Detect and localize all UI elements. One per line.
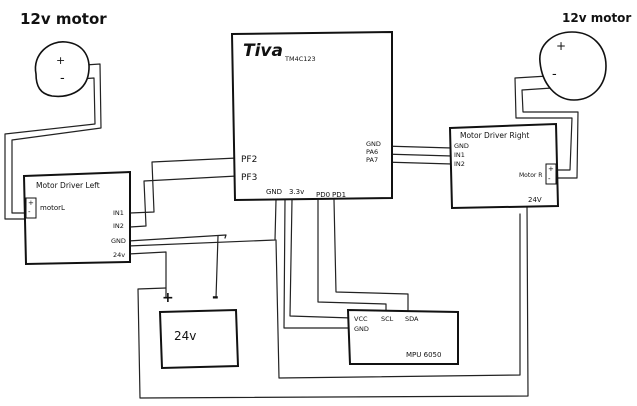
wire-gnd-battery bbox=[215, 235, 219, 299]
mpu-outline bbox=[346, 308, 459, 365]
tiva-pin-pf2: PF2 bbox=[241, 155, 257, 165]
mpu-pin-sda: SDA bbox=[405, 315, 419, 323]
wire-pa7-in2 bbox=[382, 153, 453, 157]
battery-outline bbox=[158, 308, 240, 370]
left-driver-terminal bbox=[25, 197, 37, 219]
left-motor-circle bbox=[34, 41, 90, 98]
wires bbox=[4, 63, 579, 399]
wire-pf3-in2 bbox=[129, 175, 238, 228]
wire-right-motor-a bbox=[514, 75, 573, 171]
battery: 24v + - bbox=[158, 287, 240, 370]
mpu-pin-vcc: VCC bbox=[354, 315, 368, 323]
left-driver-term-minus: - bbox=[28, 208, 31, 216]
right-motor-driver: Motor Driver Right GND IN1 IN2 + - Motor… bbox=[448, 122, 560, 210]
mpu-name: MPU 6050 bbox=[406, 351, 441, 359]
wire-gnd-mpu bbox=[283, 199, 353, 329]
battery-minus: - bbox=[212, 287, 219, 306]
right-driver-supply-label: 24V bbox=[528, 196, 542, 204]
right-motor-minus: - bbox=[552, 67, 557, 82]
left-driver-pin-in2: IN2 bbox=[113, 222, 124, 230]
right-motor: + - 12v motor bbox=[539, 11, 631, 101]
right-driver-pin-gnd: GND bbox=[454, 142, 469, 150]
tiva-board: Tiva TM4C123 PF2 PF3 GND PA6 PA7 GND 3.3… bbox=[230, 30, 393, 202]
left-motor-minus: - bbox=[60, 71, 65, 86]
wire-left-gnd bbox=[127, 234, 227, 242]
right-driver-title: Motor Driver Right bbox=[460, 131, 529, 140]
tiva-outline bbox=[230, 30, 393, 202]
tiva-pin-pd0: PD0 bbox=[316, 191, 330, 199]
wire-pd0-scl bbox=[317, 199, 387, 313]
wire-right-motor-b bbox=[521, 87, 579, 179]
tiva-title: Tiva bbox=[243, 41, 283, 61]
wire-24v-bus bbox=[137, 203, 529, 399]
tiva-pin-gnd-right: GND bbox=[366, 140, 381, 148]
right-motor-circle bbox=[539, 31, 607, 101]
wire-gnd-right bbox=[382, 161, 453, 165]
wire-gnd-bus bbox=[127, 199, 277, 247]
tiva-pin-gnd-bottom: GND bbox=[266, 188, 282, 196]
left-driver-term-plus: + bbox=[28, 199, 34, 207]
wire-left-motor-a bbox=[11, 63, 102, 214]
battery-label: 24v bbox=[174, 329, 196, 343]
right-driver-pin-in1: IN1 bbox=[454, 151, 465, 159]
left-driver-outline bbox=[22, 170, 131, 266]
wire-3v3-vcc bbox=[289, 199, 353, 319]
wire-pa6-in1 bbox=[382, 145, 453, 149]
right-motor-title: 12v motor bbox=[562, 11, 631, 25]
wire-pd1-sda bbox=[333, 199, 409, 313]
right-driver-pin-in2: IN2 bbox=[454, 160, 465, 168]
mpu-pin-gnd: GND bbox=[354, 325, 369, 333]
left-motor-plus: + bbox=[56, 54, 65, 67]
right-driver-terminal bbox=[545, 163, 557, 185]
right-driver-term-minus: - bbox=[548, 175, 551, 183]
left-driver-pin-in1: IN1 bbox=[113, 209, 124, 217]
left-driver-pin-24v: 24v bbox=[113, 251, 125, 259]
right-driver-outline bbox=[448, 122, 560, 210]
wire-left-24v bbox=[127, 251, 167, 299]
tiva-pin-pa7: PA7 bbox=[366, 156, 378, 164]
tiva-subtitle: TM4C123 bbox=[284, 55, 316, 63]
left-driver-motor-label: motorL bbox=[40, 204, 65, 212]
wire-pf2-in1 bbox=[129, 157, 238, 214]
tiva-pin-3v3: 3.3v bbox=[289, 188, 304, 196]
wire-left-motor-b bbox=[4, 77, 96, 220]
right-motor-plus: + bbox=[556, 39, 566, 53]
right-driver-term-plus: + bbox=[548, 165, 554, 173]
tiva-pin-pa6: PA6 bbox=[366, 148, 378, 156]
left-driver-pin-gnd: GND bbox=[111, 237, 126, 245]
tiva-pin-pf3: PF3 bbox=[241, 173, 257, 183]
left-motor: + - 12v motor bbox=[20, 10, 107, 98]
wire-gnd-loop bbox=[275, 213, 521, 379]
left-motor-driver: Motor Driver Left + - motorL IN1 IN2 GND… bbox=[22, 170, 131, 266]
tiva-pin-pd1: PD1 bbox=[332, 191, 346, 199]
right-driver-motor-label: Motor R bbox=[519, 172, 542, 179]
left-driver-title: Motor Driver Left bbox=[36, 181, 100, 190]
battery-plus: + bbox=[162, 290, 174, 306]
mpu-pin-scl: SCL bbox=[381, 315, 394, 323]
left-motor-title: 12v motor bbox=[20, 10, 107, 28]
mpu6050: VCC SCL SDA GND MPU 6050 bbox=[346, 308, 459, 365]
